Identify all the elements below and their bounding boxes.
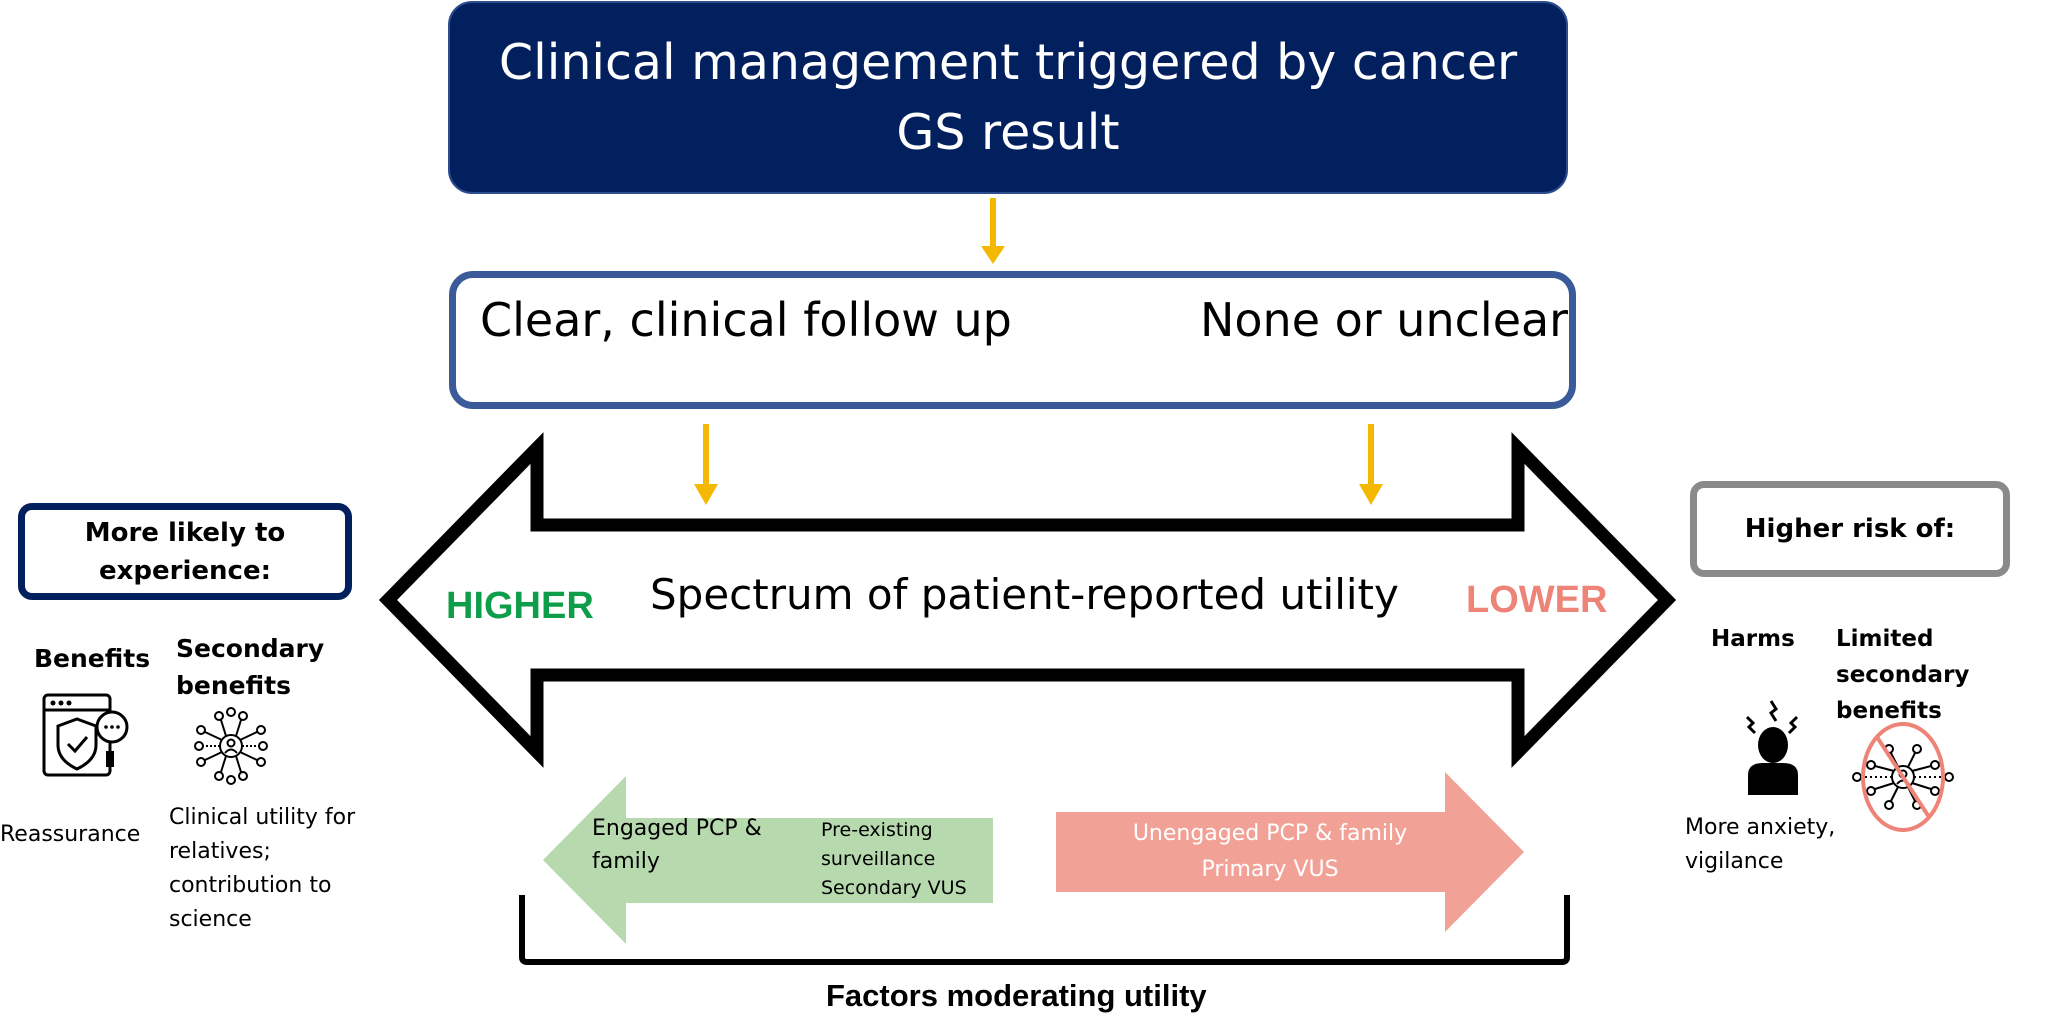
stressed-person-icon: [1745, 700, 1799, 795]
unengaged-arrow: [1056, 772, 1524, 932]
more-likely-box: More likely to experience:: [18, 503, 352, 600]
unclear-follow-up-label: None or unclear: [1200, 293, 1569, 347]
clear-follow-up-label: Clear, clinical follow up: [480, 293, 1012, 347]
spectrum-double-arrow: [378, 432, 1677, 768]
factors-label: Factors moderating utility: [826, 978, 1207, 1013]
more-likely-heading: More likely to experience:: [84, 517, 286, 586]
harms-heading: Harms: [1711, 626, 1795, 652]
anxiety-text: More anxiety, vigilance: [1685, 815, 1836, 874]
higher-risk-box: Higher risk of:: [1690, 481, 2010, 577]
title-text: Clinical management triggered by cancer …: [498, 33, 1518, 161]
gold-arrow-top: [981, 198, 1005, 264]
title-box: Clinical management triggered by cancer …: [448, 1, 1568, 194]
shield-check-icon: [42, 693, 129, 777]
lower-label: LOWER: [1466, 579, 1608, 621]
reassurance-text: Reassurance: [0, 822, 141, 847]
follow-up-box: [449, 271, 1576, 409]
factors-bracket: [519, 895, 1570, 965]
crossed-network-icon: [1852, 722, 1954, 832]
secondary-vus-text: Secondary VUS: [821, 877, 967, 899]
secondary-benefits-heading: Secondary benefits: [176, 634, 325, 700]
limited-secondary-benefits-heading: Limited secondary benefits: [1836, 626, 1970, 724]
engaged-text: Engaged PCP & family: [592, 816, 762, 874]
preexisting-block: Pre-existing surveillance Secondary VUS: [821, 816, 1001, 903]
higher-risk-heading: Higher risk of:: [1744, 514, 1956, 544]
unengaged-block: Unengaged PCP & family Primary VUS: [1060, 816, 1480, 888]
gold-arrow-right: [1359, 424, 1383, 505]
primary-vus-text: Primary VUS: [1201, 857, 1339, 882]
unengaged-text: Unengaged PCP & family: [1132, 821, 1408, 846]
clinical-utility-text: Clinical utility for relatives; contribu…: [169, 805, 356, 932]
higher-label: HIGHER: [446, 585, 594, 627]
gold-arrow-left: [694, 424, 718, 505]
network-person-icon: [194, 707, 268, 785]
spectrum-label: Spectrum of patient-reported utility: [650, 570, 1399, 619]
benefits-heading: Benefits: [34, 644, 151, 673]
preexisting-text: Pre-existing surveillance: [821, 819, 936, 870]
engaged-arrow: [543, 776, 993, 944]
